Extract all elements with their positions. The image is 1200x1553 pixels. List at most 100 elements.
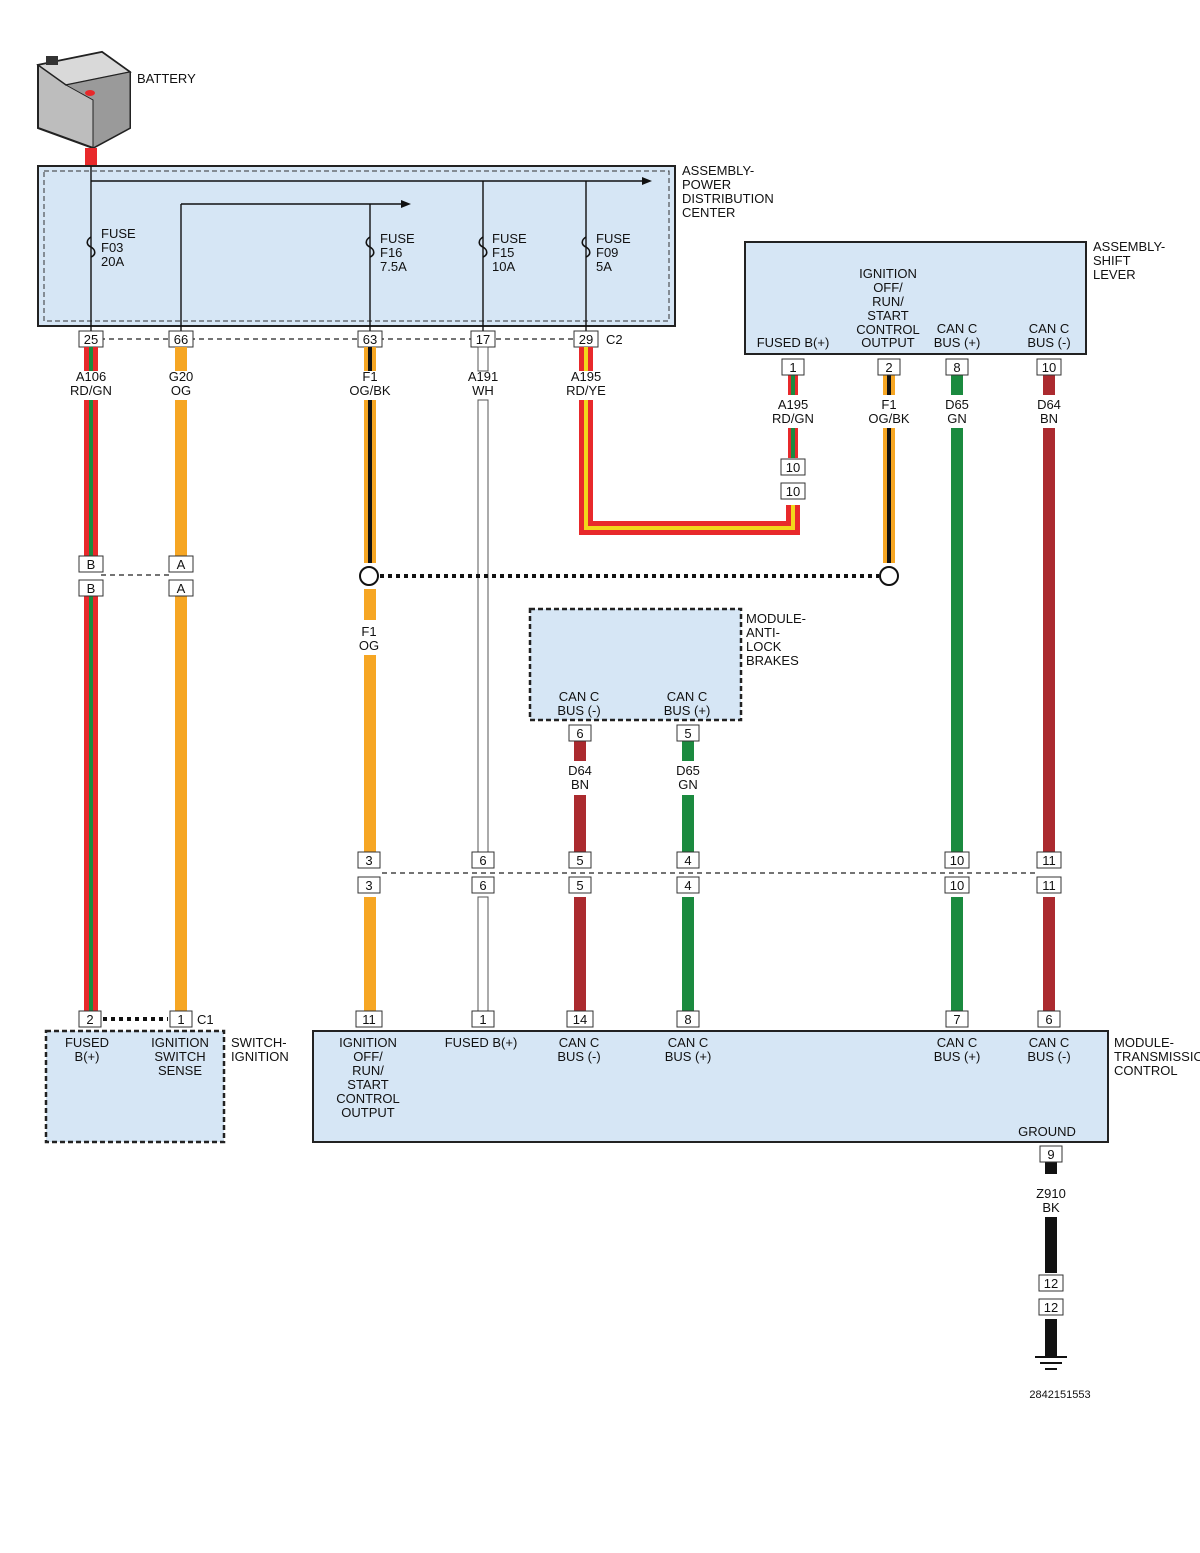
svg-text:RD/GN: RD/GN xyxy=(772,411,814,426)
svg-text:17: 17 xyxy=(476,332,490,347)
mid-pin-10-top: 10 xyxy=(944,851,970,869)
tcm-pin-8: 8 xyxy=(676,1010,700,1028)
shift-pin-1: 1 xyxy=(781,358,805,376)
inline-pin-b-bottom: B xyxy=(78,579,104,597)
tcm-label: MODULE- TRANSMISSION CONTROL xyxy=(1114,1035,1200,1078)
svg-text:5: 5 xyxy=(576,878,583,893)
svg-text:6: 6 xyxy=(479,853,486,868)
shift-canc-minus-label: CAN C BUS (-) xyxy=(1027,321,1070,350)
svg-text:9: 9 xyxy=(1047,1147,1054,1162)
svg-text:B(+): B(+) xyxy=(75,1049,100,1064)
svg-text:11: 11 xyxy=(1042,853,1056,868)
wire-d64-shift xyxy=(1043,375,1055,1012)
tcm-pin-1: 1 xyxy=(471,1010,495,1028)
svg-text:BUS (+): BUS (+) xyxy=(934,1049,981,1064)
svg-text:BUS (-): BUS (-) xyxy=(557,1049,600,1064)
svg-text:F03: F03 xyxy=(101,240,123,255)
mid-pin-11-top: 11 xyxy=(1036,851,1062,869)
shift-lever-label: ASSEMBLY- SHIFT LEVER xyxy=(1093,239,1165,282)
svg-text:CAN C: CAN C xyxy=(937,321,977,336)
svg-text:SWITCH-: SWITCH- xyxy=(231,1035,287,1050)
wire-a106 xyxy=(84,347,98,1012)
tcm-pin-14: 14 xyxy=(566,1010,594,1028)
svg-text:A106: A106 xyxy=(76,369,106,384)
mid-pin-5-top: 5 xyxy=(568,851,592,869)
svg-text:29: 29 xyxy=(579,332,593,347)
svg-text:1: 1 xyxy=(479,1012,486,1027)
inline-pin-a-top: A xyxy=(168,555,194,573)
svg-text:POWER: POWER xyxy=(682,177,731,192)
switch-connector-label: C1 xyxy=(197,1012,214,1027)
mid-pin-6-bottom: 6 xyxy=(471,876,495,894)
mid-pin-11-bottom: 11 xyxy=(1036,876,1062,894)
svg-text:A195: A195 xyxy=(571,369,601,384)
svg-text:11: 11 xyxy=(362,1012,376,1027)
svg-text:10: 10 xyxy=(950,853,964,868)
svg-text:FUSE: FUSE xyxy=(380,231,415,246)
svg-text:BUS (+): BUS (+) xyxy=(934,335,981,350)
svg-text:CAN C: CAN C xyxy=(559,1035,599,1050)
svg-text:63: 63 xyxy=(363,332,377,347)
mid-pin-4-bottom: 4 xyxy=(676,876,700,894)
mid-pin-3-top: 3 xyxy=(357,851,381,869)
svg-text:OG/BK: OG/BK xyxy=(349,383,391,398)
svg-text:SENSE: SENSE xyxy=(158,1063,202,1078)
tcm-pin-11: 11 xyxy=(355,1010,383,1028)
shift-pin-8: 8 xyxy=(945,358,969,376)
pdc-pin-25: 25 xyxy=(78,330,104,348)
svg-text:RD/GN: RD/GN xyxy=(70,383,112,398)
svg-text:D65: D65 xyxy=(676,763,700,778)
fuse-f16-icon xyxy=(365,236,375,258)
svg-text:A195: A195 xyxy=(778,397,808,412)
switch-pin-1: 1 xyxy=(169,1010,193,1028)
fuse-f03-icon xyxy=(86,236,96,258)
svg-text:F1: F1 xyxy=(361,624,376,639)
svg-text:12: 12 xyxy=(1044,1300,1058,1315)
svg-text:OG: OG xyxy=(359,638,379,653)
wire-d64-abs xyxy=(574,741,586,1012)
svg-text:TRANSMISSION: TRANSMISSION xyxy=(1114,1049,1200,1064)
svg-text:2: 2 xyxy=(86,1012,93,1027)
svg-text:7.5A: 7.5A xyxy=(380,259,407,274)
tcm-ignition-label: IGNITION OFF/ RUN/ START CONTROL OUTPUT xyxy=(336,1035,400,1120)
svg-text:D64: D64 xyxy=(1037,397,1061,412)
svg-text:CONTROL: CONTROL xyxy=(856,322,920,337)
tcm-pin-6: 6 xyxy=(1037,1010,1061,1028)
wire-g20 xyxy=(175,347,187,1012)
svg-text:SHIFT: SHIFT xyxy=(1093,253,1131,268)
svg-text:4: 4 xyxy=(684,878,691,893)
fuse-f03-label: FUSE F03 20A xyxy=(101,226,136,269)
svg-text:3: 3 xyxy=(365,878,372,893)
battery-cable xyxy=(85,148,97,166)
switch-pin-2: 2 xyxy=(78,1010,102,1028)
pdc-pin-29: 29 xyxy=(573,330,599,348)
svg-text:OUTPUT: OUTPUT xyxy=(341,1105,395,1120)
svg-text:CENTER: CENTER xyxy=(682,205,735,220)
svg-text:CAN C: CAN C xyxy=(1029,1035,1069,1050)
svg-text:MODULE-: MODULE- xyxy=(1114,1035,1174,1050)
ground-inline-pin-top: 12 xyxy=(1038,1274,1064,1292)
svg-text:CAN C: CAN C xyxy=(559,689,599,704)
svg-text:FUSE: FUSE xyxy=(101,226,136,241)
svg-text:BRAKES: BRAKES xyxy=(746,653,799,668)
abs-label: MODULE- ANTI- LOCK BRAKES xyxy=(746,611,806,668)
svg-text:1: 1 xyxy=(177,1012,184,1027)
svg-text:10: 10 xyxy=(1042,360,1056,375)
fuse-f16-label: FUSE F16 7.5A xyxy=(380,231,415,274)
svg-text:20A: 20A xyxy=(101,254,124,269)
svg-text:12: 12 xyxy=(1044,1276,1058,1291)
svg-text:F1: F1 xyxy=(881,397,896,412)
svg-text:3: 3 xyxy=(365,853,372,868)
svg-text:START: START xyxy=(347,1077,388,1092)
svg-text:10: 10 xyxy=(786,460,800,475)
switch-ignition-label: SWITCH- IGNITION xyxy=(231,1035,289,1064)
